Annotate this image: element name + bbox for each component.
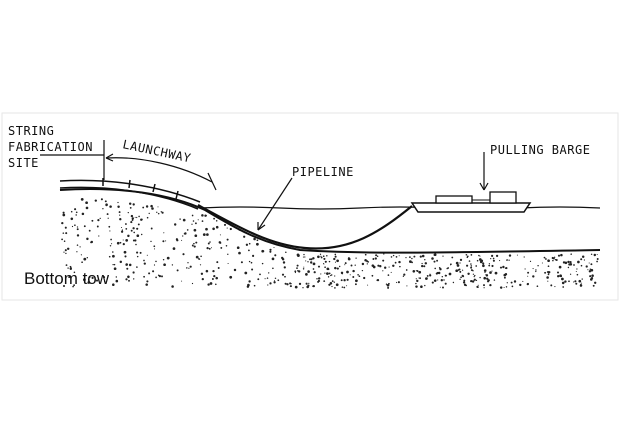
label-string: STRING — [8, 124, 54, 138]
pulling-barge — [410, 191, 532, 213]
seabed-texture — [61, 198, 599, 289]
figure-frame — [1, 112, 619, 301]
label-launchway: LAUNCHWAY — [121, 137, 192, 165]
pipeline-arrowhead — [257, 222, 266, 231]
pipeline-leader — [257, 177, 293, 231]
diagram-caption: Bottom tow — [24, 269, 110, 288]
label-pipeline: PIPELINE — [292, 165, 354, 179]
launchway-arc — [105, 157, 213, 183]
label-fabrication: FABRICATION — [8, 140, 93, 154]
launchway-arrow-left — [105, 153, 114, 162]
label-pulling-barge: PULLING BARGE — [490, 143, 590, 157]
barge-arrowhead — [479, 182, 489, 191]
pipe-string-lower — [59, 186, 199, 210]
pipeline-curve — [197, 204, 413, 250]
pipe-string-upper — [59, 179, 201, 203]
pipe-joints — [102, 178, 179, 200]
water-surface-line — [199, 206, 601, 210]
launchway-end-tick — [207, 172, 217, 191]
label-site: SITE — [8, 156, 39, 170]
